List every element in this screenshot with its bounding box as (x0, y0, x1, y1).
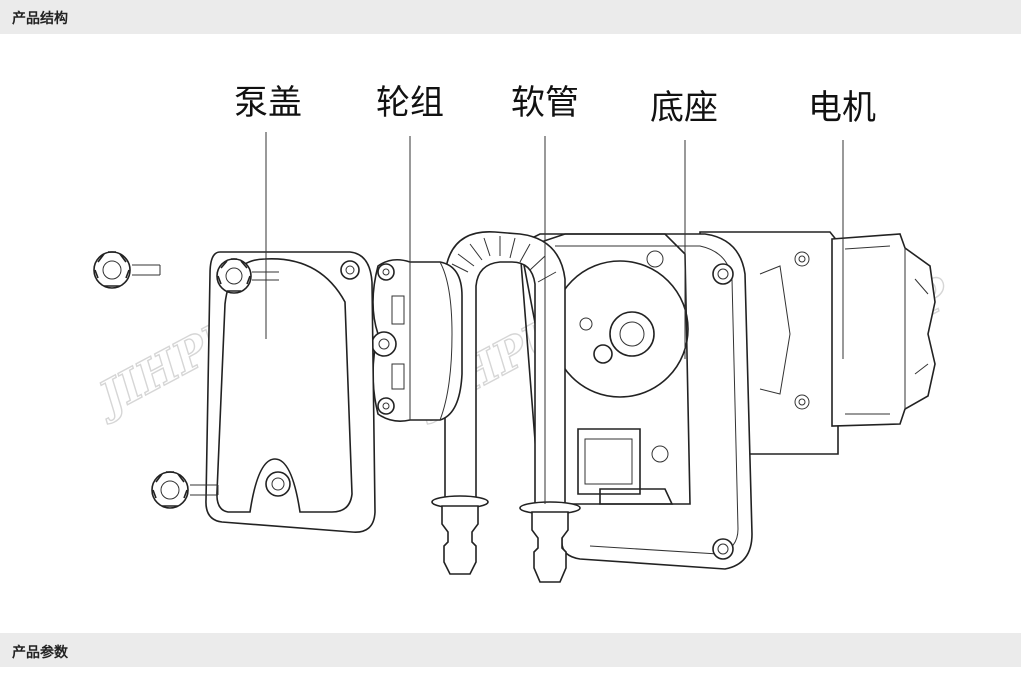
section-header-params: 产品参数 (0, 633, 1021, 667)
callout-tube: 软管 (511, 83, 579, 123)
callout-base: 底座 (650, 88, 718, 128)
callout-motor: 电机 (808, 88, 876, 128)
section-title-params: 产品参数 (12, 645, 68, 661)
base-part (519, 233, 753, 570)
leader-lines (265, 132, 844, 504)
pump-exploded-diagram: JIHPUMP JIHPUMP JIHPUMP (84, 83, 961, 583)
callout-labels: 泵盖 轮组 软管 底座 电机 (234, 83, 876, 128)
section-header-structure: 产品结构 (0, 0, 1021, 34)
roller-part (371, 258, 463, 422)
callout-roller: 轮组 (376, 83, 444, 123)
knob-top-left (93, 251, 161, 289)
section-title-structure: 产品结构 (12, 11, 68, 27)
callout-cover: 泵盖 (234, 83, 302, 123)
knob-on-cover (216, 258, 279, 294)
cover-part (205, 251, 376, 533)
knob-group (93, 251, 279, 509)
tube-part (431, 231, 581, 583)
knob-bottom-left (151, 471, 219, 509)
